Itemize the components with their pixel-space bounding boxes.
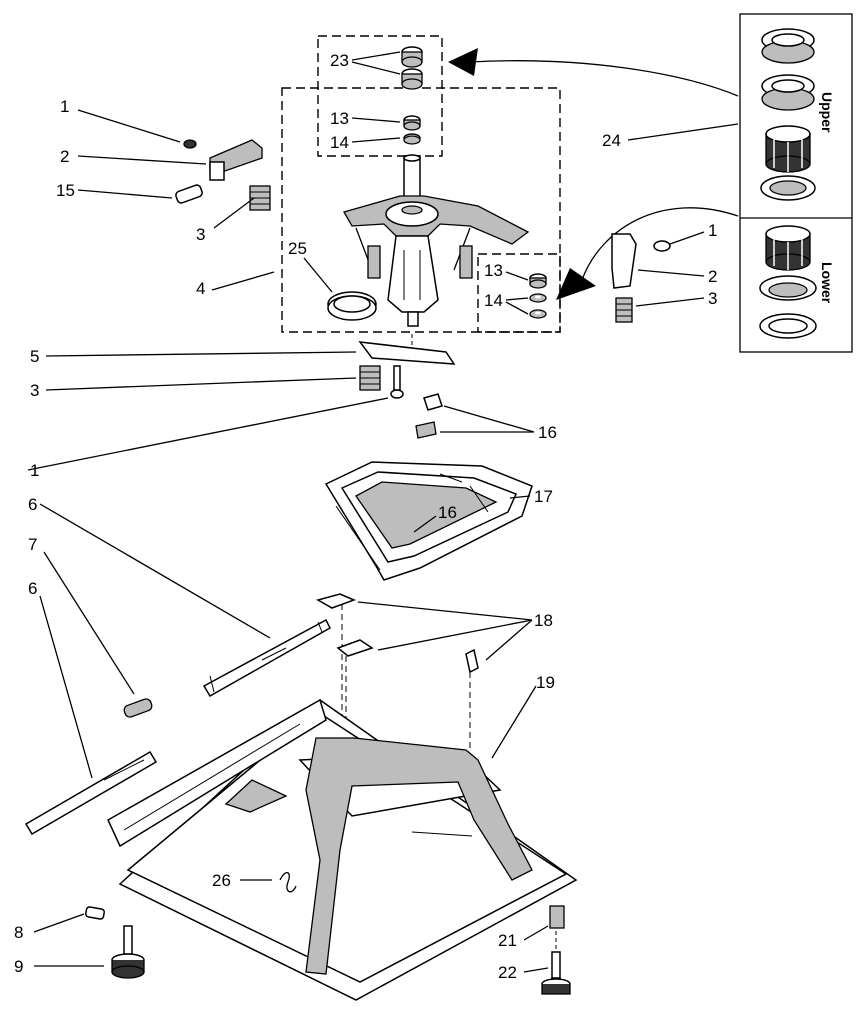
upper-race [760, 175, 816, 201]
callout-13-top: 13 [330, 109, 349, 128]
bushing-23-upper [401, 46, 423, 68]
clip-26 [279, 872, 297, 893]
screw-1-top [183, 139, 197, 149]
callout-8: 8 [14, 923, 23, 942]
screw-1-middle [390, 389, 404, 399]
callout-9: 9 [14, 957, 23, 976]
callout-19: 19 [536, 673, 555, 692]
leg-21-22-group [541, 905, 571, 995]
callout-24: 24 [602, 131, 621, 150]
ring-25 [327, 291, 377, 321]
brackets-18 [316, 593, 479, 674]
pin-15 [175, 184, 203, 204]
callout-14-top: 14 [330, 133, 349, 152]
middle-bracket-group [358, 341, 456, 399]
callout-22: 22 [498, 963, 517, 982]
upper-bearing-2 [761, 74, 815, 111]
lower-label: Lower [819, 262, 835, 304]
washer-13-top [403, 115, 421, 131]
callout-5: 5 [30, 347, 39, 366]
screw-1-right [653, 240, 671, 252]
nut-21 [549, 905, 565, 929]
base-frame-19 [107, 698, 578, 1001]
callout-13-right: 13 [484, 261, 503, 280]
bracket-2-right [611, 233, 637, 289]
callout-1-right: 1 [708, 221, 717, 240]
rail-6-upper [202, 618, 331, 698]
callout-2-right: 2 [708, 267, 717, 286]
callout-4: 4 [196, 279, 205, 298]
right-bracket-group [611, 233, 671, 323]
washer-13-right [529, 273, 547, 289]
bushing-23-lower [401, 68, 423, 90]
callout-3-right: 3 [708, 289, 717, 308]
callout-17: 17 [534, 487, 553, 506]
callout-6-upper: 6 [28, 495, 37, 514]
lower-bushing-box [477, 253, 561, 333]
lower-race-1 [759, 275, 817, 301]
callout-14-right: 14 [484, 291, 503, 310]
callout-26: 26 [212, 871, 231, 890]
callout-7: 7 [28, 535, 37, 554]
bearing-inset: Upper Lower [739, 13, 853, 353]
callout-16-upper: 16 [538, 423, 557, 442]
washer-14-right-2 [529, 309, 547, 319]
callout-3-middle: 3 [30, 381, 39, 400]
washer-14-right-1 [529, 293, 547, 303]
callout-1-middle: 1 [30, 461, 39, 480]
callout-18: 18 [534, 611, 553, 630]
callout-3-top: 3 [196, 225, 205, 244]
left-bracket-group [175, 139, 271, 211]
lower-race-2 [759, 313, 817, 339]
callout-1-top: 1 [60, 97, 69, 116]
lower-arrow-head [556, 268, 596, 300]
lower-roller-bearing [765, 225, 811, 271]
upper-label: Upper [819, 92, 835, 133]
inset-frame [739, 13, 853, 353]
callout-25: 25 [288, 239, 307, 258]
callout-2-top: 2 [60, 147, 69, 166]
upper-bearing-1 [761, 28, 815, 64]
rail-6-lower [24, 750, 158, 836]
lower-arrow [581, 207, 739, 281]
top-bushing-box [317, 35, 443, 157]
leader-lines [27, 51, 739, 973]
callout-16-lower: 16 [438, 503, 457, 522]
tub-support-box [281, 87, 561, 333]
callout-21: 21 [498, 931, 517, 950]
leg-8-9-group [84, 906, 145, 979]
callout-6-lower: 6 [28, 579, 37, 598]
center-post-spider [343, 154, 530, 327]
upper-roller-bearing [765, 125, 811, 173]
callout-15: 15 [56, 181, 75, 200]
callouts: 1 2 15 3 4 25 23 13 14 24 1 2 3 13 14 5 … [14, 51, 717, 982]
upper-arrow-head [448, 48, 478, 76]
nut-8 [84, 906, 106, 920]
spring-7 [123, 698, 153, 718]
upper-arrow [469, 60, 739, 97]
callout-23: 23 [330, 51, 349, 70]
bracket-5 [358, 341, 456, 365]
washer-14-top [403, 133, 421, 145]
